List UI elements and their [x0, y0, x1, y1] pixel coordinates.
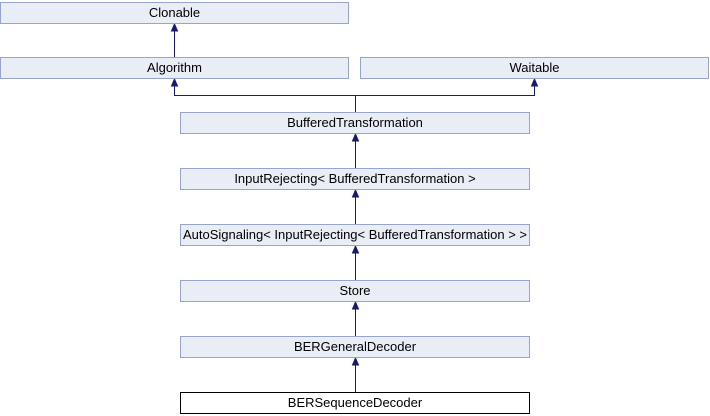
arrowhead-up-icon [351, 188, 360, 198]
edge-bufferedtransformation-to-algorithm-and-waitable [170, 77, 539, 112]
class-node-algorithm[interactable]: Algorithm [0, 57, 349, 79]
edge-bersequencedecoder-to-bergeneraldecoder [351, 356, 360, 392]
edge-inputrejecting-to-bufferedtransformation [351, 132, 360, 168]
class-node-bersequencedecoder-current: BERSequenceDecoder [180, 392, 530, 414]
edge-store-to-autosignaling [351, 244, 360, 280]
arrowhead-up-icon [351, 244, 360, 254]
arrowhead-up-icon [351, 356, 360, 366]
class-node-inputrejecting[interactable]: InputRejecting< BufferedTransformation > [180, 168, 530, 190]
arrowhead-up-icon [351, 300, 360, 310]
arrowhead-up-icon [170, 22, 179, 32]
class-node-clonable[interactable]: Clonable [0, 2, 349, 24]
edge-bergeneraldecoder-to-store [351, 300, 360, 336]
class-node-store[interactable]: Store [180, 280, 530, 302]
edge-algorithm-to-clonable [170, 22, 179, 57]
class-node-autosignaling[interactable]: AutoSignaling< InputRejecting< BufferedT… [180, 224, 530, 246]
arrowhead-up-icon [351, 132, 360, 142]
class-node-bergeneraldecoder[interactable]: BERGeneralDecoder [180, 336, 530, 358]
edge-autosignaling-to-inputrejecting [351, 188, 360, 224]
class-node-waitable[interactable]: Waitable [360, 57, 709, 79]
class-node-bufferedtransformation[interactable]: BufferedTransformation [180, 112, 530, 134]
arrowhead-up-icon [170, 77, 179, 87]
arrowhead-up-icon [530, 77, 539, 87]
